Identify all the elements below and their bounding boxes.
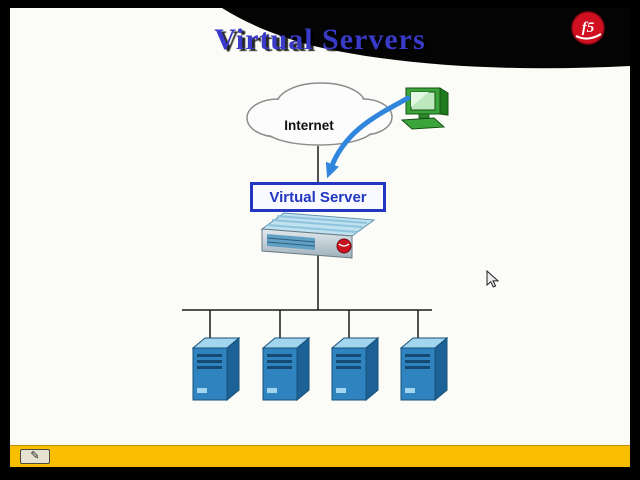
pen-tool-icon: ✎ [30,450,40,462]
f5-logo-text: f5 [582,20,595,36]
f5-logo: f5 [571,11,605,45]
bigip-appliance-icon [260,212,376,259]
f5-logo-swoosh [575,33,602,40]
presentation-slide: f5 [10,8,630,467]
internet-cloud-icon: Internet [246,82,393,146]
server-tower-icon [400,337,448,401]
server-tower-icon [262,337,310,401]
traffic-arrow-icon [325,95,411,179]
virtual-server-label: Virtual Server [269,188,367,206]
slide-title: Virtual Servers [214,23,426,56]
mouse-cursor-icon [486,269,500,288]
internet-label: Internet [284,118,334,133]
virtual-server-box: Virtual Server [250,182,386,212]
server-tower-icon [192,337,240,401]
server-tower-icon [331,337,379,401]
slide-swoosh-graphic [222,8,630,69]
pen-tool-button[interactable]: ✎ [20,449,50,464]
client-computer-icon [400,87,449,130]
bottom-toolbar [10,445,630,467]
slide-diagram: f5 [182,8,630,401]
connector-lines [182,146,432,340]
